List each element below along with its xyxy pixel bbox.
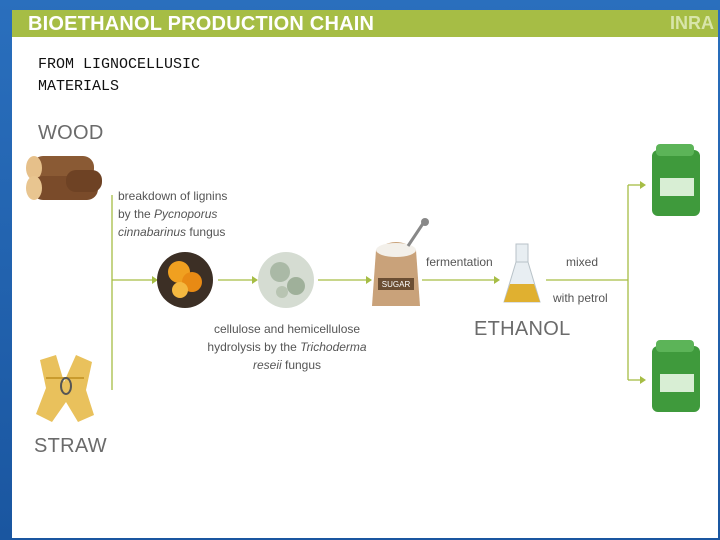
- ethanol-flask-icon: [503, 243, 541, 303]
- wood-label: WOOD: [38, 122, 104, 144]
- trichoderma-fungus-icon: [258, 252, 314, 308]
- arrowhead-lower: [640, 376, 646, 384]
- subtitle: FROM LIGNOCELLUSIC MATERIALS: [38, 56, 201, 95]
- mixed-label: mixed: [566, 255, 599, 269]
- fuel-canister-lower-icon: [652, 340, 700, 412]
- arrowhead-upper: [640, 181, 646, 189]
- with-petrol-label: with petrol: [553, 291, 608, 305]
- sugar-sack-icon: SUGAR: [372, 218, 429, 306]
- fermentation-label: fermentation: [426, 255, 493, 269]
- arrowhead-4: [494, 276, 500, 284]
- inra-logo: INRA: [670, 13, 714, 33]
- flow-diagram: SUGAR: [26, 144, 700, 422]
- arrowhead-2: [252, 276, 258, 284]
- cellulose-hydrolysis-text: cellulose and hemicellulose hydrolysis b…: [207, 322, 367, 372]
- pycnoporus-fungus-icon: [157, 252, 213, 308]
- fuel-canister-upper-icon: [652, 144, 700, 216]
- arrowhead-3: [366, 276, 372, 284]
- lignin-breakdown-text: breakdown of lignins by the Pycnoporus c…: [118, 189, 228, 239]
- sugar-sack-label: SUGAR: [382, 280, 411, 289]
- straw-bundle-icon: [36, 355, 94, 422]
- ethanol-label: ETHANOL: [474, 318, 571, 340]
- diagram-title: BIOETHANOL PRODUCTION CHAIN: [28, 13, 375, 35]
- wood-logs-icon: [26, 156, 102, 200]
- slide-frame: BIOETHANOL PRODUCTION CHAIN INRA FROM LI…: [12, 10, 718, 538]
- title-bar: BIOETHANOL PRODUCTION CHAIN INRA: [12, 10, 718, 37]
- arrowhead-1: [152, 276, 158, 284]
- straw-label: STRAW: [34, 435, 107, 457]
